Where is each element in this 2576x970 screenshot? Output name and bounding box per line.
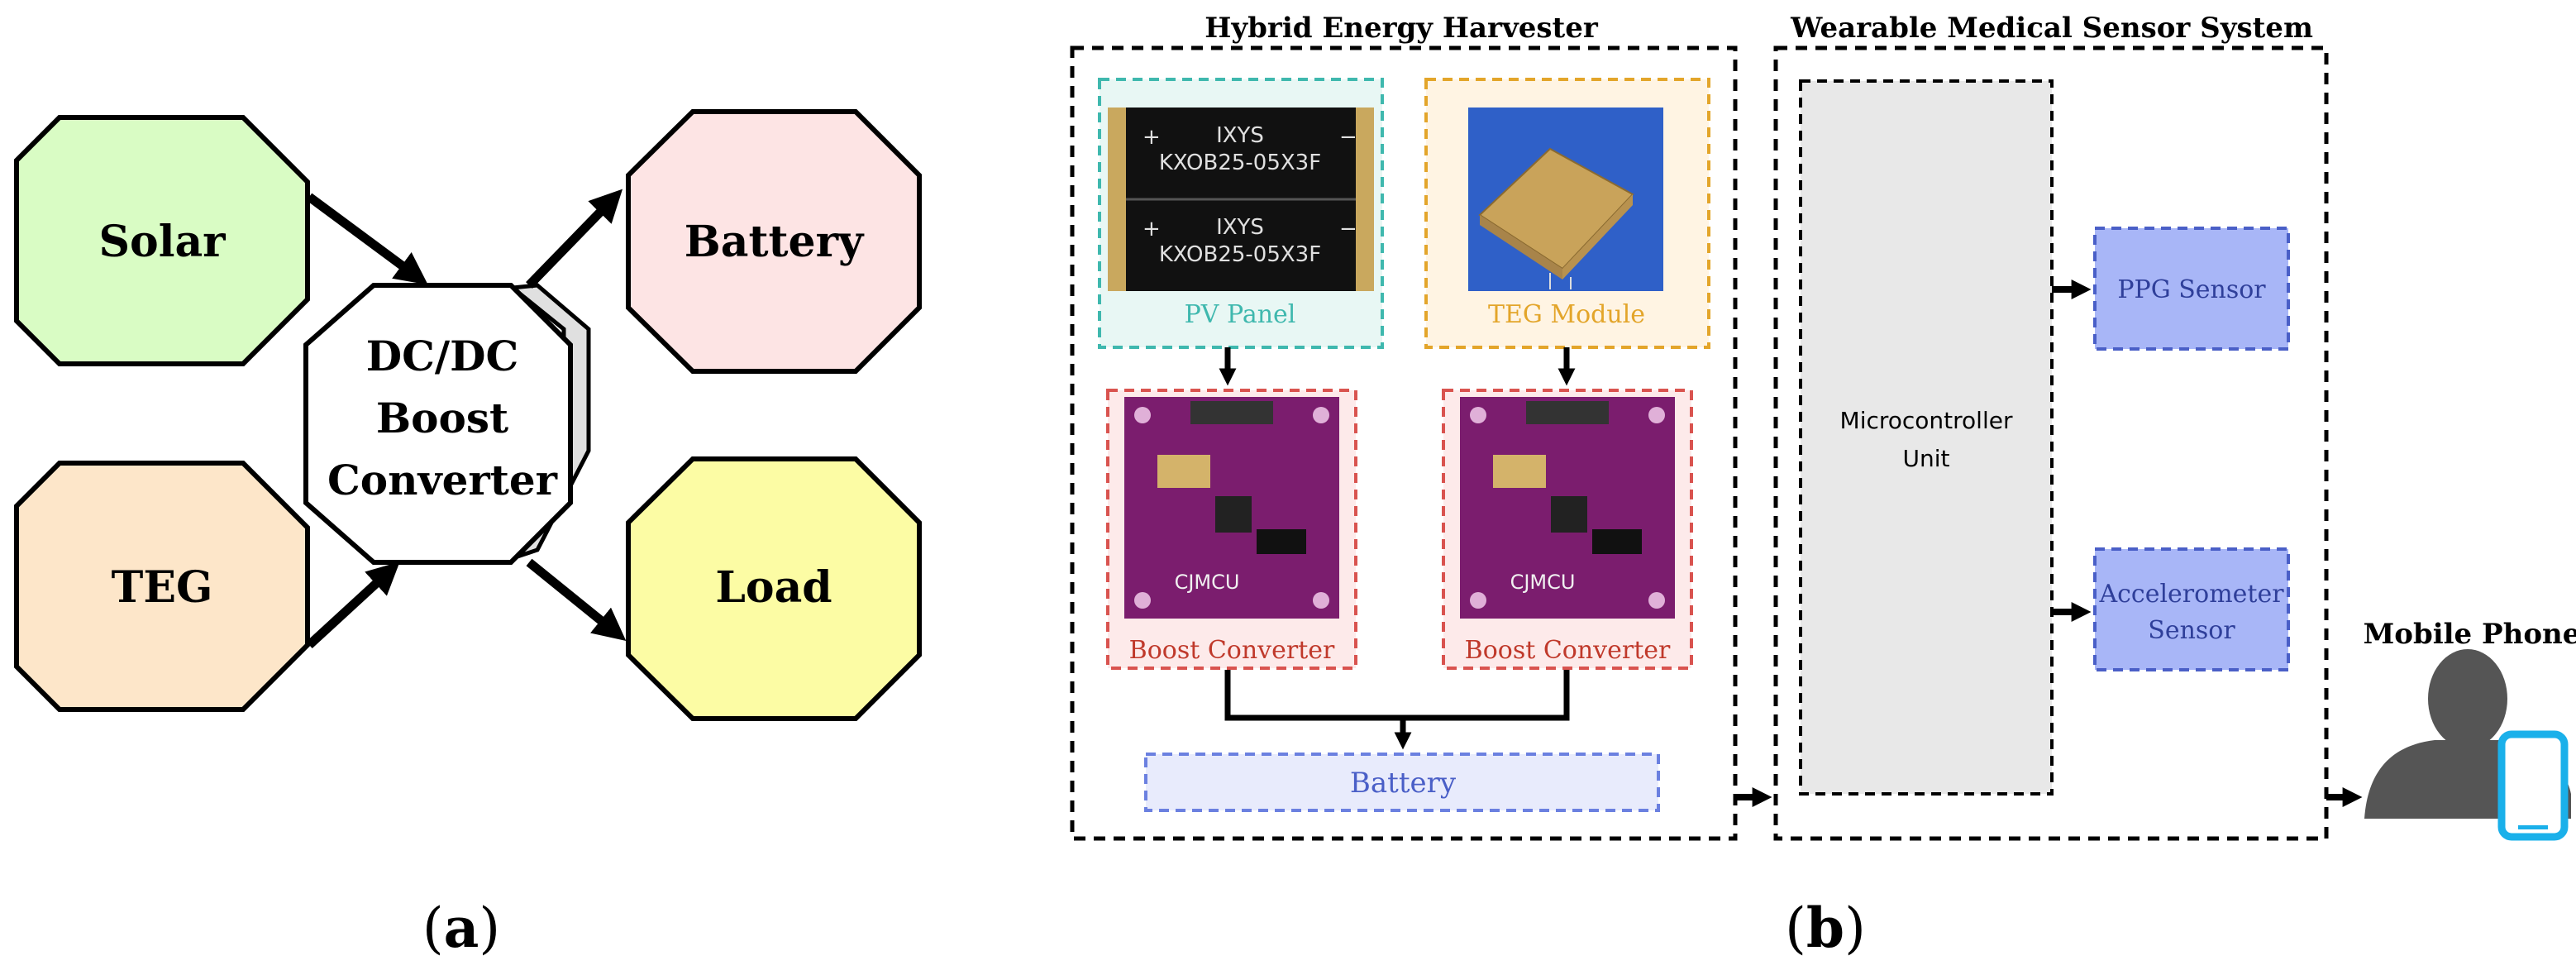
arrow-teg-to-converter bbox=[306, 561, 400, 649]
accelerometer-sensor-box bbox=[2093, 547, 2290, 671]
boost-board-right-image: CJMCU bbox=[1460, 397, 1675, 619]
pv-chip-text-1b: IXYS bbox=[1216, 215, 1264, 240]
battery-label: Battery bbox=[685, 217, 865, 267]
ppg-sensor-box bbox=[2093, 227, 2290, 351]
boost-board-left-label: CJMCU bbox=[1175, 571, 1240, 594]
boost-board-left-image: CJMCU bbox=[1124, 397, 1339, 619]
ppg-sensor-label: PPG Sensor bbox=[2117, 275, 2266, 304]
pv-chip-text-1a: IXYS bbox=[1216, 123, 1264, 148]
converter-label-line3: Converter bbox=[327, 456, 558, 504]
caption-b: (b) bbox=[1785, 896, 1866, 960]
panel-a: Solar TEG Battery Load DC/DC Boost Conve… bbox=[14, 109, 922, 960]
battery-label: Battery bbox=[1350, 767, 1457, 800]
connector-boosts-to-battery bbox=[1224, 670, 1570, 721]
mcu-box bbox=[1799, 79, 2054, 796]
dcdc-converter-node bbox=[303, 283, 573, 565]
panel-b: Hybrid Energy Harvester Wearable Medical… bbox=[1070, 12, 2576, 960]
caption-a: (a) bbox=[422, 896, 500, 960]
teg-node bbox=[14, 461, 310, 712]
battery-box bbox=[1144, 753, 1660, 812]
teg-module-image bbox=[1468, 108, 1663, 291]
arrow-solar-to-converter bbox=[306, 193, 428, 285]
harvester-container bbox=[1070, 45, 1738, 841]
load-label: Load bbox=[715, 562, 832, 613]
sensor-system-title: Wearable Medical Sensor System bbox=[1790, 12, 2313, 45]
mobile-phone-label: Mobile Phone bbox=[2364, 618, 2576, 651]
solar-label: Solar bbox=[98, 217, 226, 267]
svg-text:+: + bbox=[1143, 125, 1161, 150]
mcu-label-line2: Unit bbox=[1903, 445, 1950, 472]
boost-board-right-label: CJMCU bbox=[1510, 571, 1576, 594]
pv-panel-image: IXYS KXOB25-05X3F IXYS KXOB25-05X3F + − … bbox=[1108, 108, 1374, 291]
converter-label-line2: Boost bbox=[376, 394, 508, 442]
battery-node bbox=[626, 109, 922, 374]
load-node bbox=[626, 456, 922, 721]
accelerometer-label-line1: Accelerometer bbox=[2098, 580, 2284, 609]
mcu-label-line1: Microcontroller bbox=[1840, 407, 2013, 434]
boost-converter-right-label: Boost Converter bbox=[1465, 636, 1671, 665]
arrow-converter-to-load bbox=[526, 558, 627, 641]
pv-panel-label: PV Panel bbox=[1185, 300, 1296, 329]
pv-chip-text-2a: KXOB25-05X3F bbox=[1159, 151, 1321, 175]
boost-converter-left-label: Boost Converter bbox=[1129, 636, 1335, 665]
sensor-system-container bbox=[1773, 45, 2329, 841]
teg-module-label: TEG Module bbox=[1488, 300, 1645, 329]
arrow-converter-to-battery bbox=[526, 189, 623, 289]
smartphone-icon bbox=[2497, 730, 2569, 841]
pv-chip-text-2b: KXOB25-05X3F bbox=[1159, 242, 1321, 267]
svg-text:+: + bbox=[1143, 217, 1161, 241]
svg-text:−: − bbox=[1339, 125, 1357, 150]
accelerometer-label-line2: Sensor bbox=[2148, 616, 2235, 645]
svg-text:−: − bbox=[1339, 217, 1357, 241]
teg-label: TEG bbox=[112, 562, 213, 613]
converter-label-line1: DC/DC bbox=[366, 332, 519, 380]
harvester-title: Hybrid Energy Harvester bbox=[1205, 12, 1599, 45]
solar-node bbox=[14, 115, 310, 366]
